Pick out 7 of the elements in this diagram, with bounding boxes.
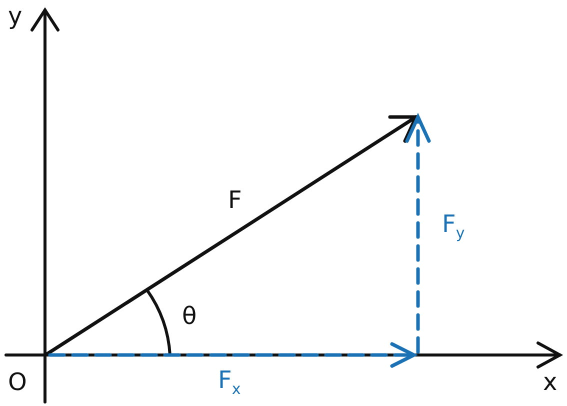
axis-label: x bbox=[543, 368, 558, 396]
vector-label: F$_{y}$ bbox=[442, 210, 465, 244]
axis-label: y bbox=[8, 2, 22, 30]
angle-label: θ bbox=[182, 302, 197, 330]
vector-label: F bbox=[228, 186, 242, 214]
vector-label: F$_{x}$ bbox=[218, 366, 241, 400]
origin-label: O bbox=[8, 368, 27, 396]
